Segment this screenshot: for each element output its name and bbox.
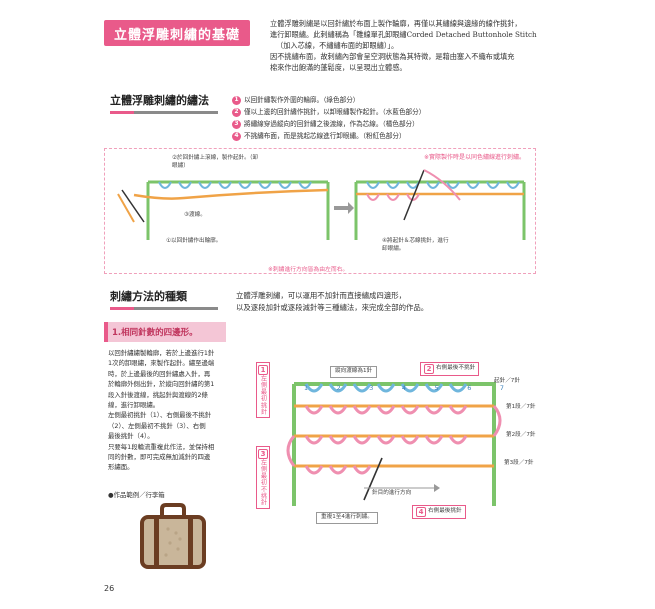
label-step4: ④將起針＆芯線挑針，進行卸眼繡。 bbox=[382, 238, 449, 252]
body-line: （2）、左側最初不挑針（3）、右側 bbox=[108, 421, 206, 430]
arrow-right-head bbox=[348, 202, 354, 214]
callout-right-last-skip: 2 右側最後不挑針 bbox=[420, 362, 480, 376]
suitcase-image bbox=[140, 503, 206, 569]
body-line: 於輪廓外側出針，於縱向回針繡的第1 bbox=[108, 380, 215, 389]
step-text: 僅以上邊的回針繡作挑針，以卸眼繡製作起針。（水藍色部分） bbox=[244, 108, 426, 116]
label-step1: ①以回針繡作出輪廓。 bbox=[166, 238, 222, 244]
page-title: 立體浮雕刺繡的基礎 bbox=[113, 27, 240, 43]
section2-intro-line: 立體浮雕刺繡，可以運用不加針而直接繡成四邊形， bbox=[236, 291, 406, 300]
label-start-row: 起針／7針 bbox=[494, 378, 520, 384]
body-line: 只要每1段輪流重複此作法，並保持相 bbox=[108, 442, 215, 451]
section2-intro: 立體浮雕刺繡，可以運用不加針而直接繡成四邊形， 以及逐段加針或逐段減針等三種繡法… bbox=[236, 290, 428, 314]
stitch-number: 6 bbox=[467, 384, 472, 392]
intro-line: 進行卸眼繡。此刺繡稱為「雛線單孔卸眼繡Corded Detached Butto… bbox=[270, 30, 537, 39]
direction-note: ※刺繡進行方向皆為由左而右。 bbox=[268, 267, 349, 273]
section2-intro-line: 以及逐段加針或逐段減針等三種繡法，來完成全部的作品。 bbox=[236, 303, 429, 312]
body-line: 時，於上邊最後的回針繡處入針，再 bbox=[108, 369, 211, 378]
intro-line: （加入芯線，不繡繡布面的卸眼繡）」。 bbox=[276, 41, 399, 50]
sub-banner-title: 1.相同針數的四邊形。 bbox=[112, 328, 198, 338]
step-text: 不挑繡布面，而是挑起芯線進行卸眼繡。（粉紅色部分） bbox=[244, 132, 406, 140]
label-vertical-thread: 縱向渡線為1針 bbox=[330, 366, 378, 378]
body-line: 1次的卸眼繡，來製作起針。繡至邊端 bbox=[108, 359, 215, 368]
sub-banner: 1.相同針數的四邊形。 bbox=[104, 322, 226, 342]
label-step3: ③渡線。 bbox=[184, 212, 206, 218]
work-example-label: ●作品範例／行李箱 bbox=[108, 491, 165, 499]
body-line: 同的針數，即可完成無加減針的四邊 bbox=[108, 453, 211, 462]
step-number: 1 bbox=[232, 95, 241, 105]
diagram-note: ※實際製作時是以同色繡線進行刺繡。 bbox=[424, 154, 526, 161]
body-line: 段入針後渡線，挑起針與渡線的2條 bbox=[108, 390, 208, 399]
section2-underline bbox=[110, 307, 218, 310]
stitch-steps-illustration bbox=[117, 169, 526, 240]
label-repeat: 重複1至4進行刺繡。 bbox=[316, 512, 378, 524]
frame-right bbox=[354, 169, 526, 240]
step-number: 4 bbox=[232, 131, 241, 141]
section2-heading: 刺繡方法的種類 bbox=[110, 290, 187, 303]
step-number: 3 bbox=[232, 119, 241, 129]
callout-number: 3 bbox=[258, 449, 268, 459]
body-line: 左側最初挑針（1）、右側最後不挑針 bbox=[108, 411, 212, 420]
label-row3: 第3段／7針 bbox=[504, 460, 534, 466]
body-line: 以回針繡繡製輪廓，若於上邊進行1針 bbox=[108, 349, 215, 357]
section1-heading: 立體浮雕刺繡的繡法 bbox=[110, 94, 209, 107]
section1-header: 立體浮雕刺繡的繡法 bbox=[110, 92, 218, 114]
intro-line: 棉來作出飽滿的蓬鬆度，以呈現出立體感。 bbox=[270, 63, 407, 72]
same-count-square-diagram bbox=[286, 382, 502, 506]
step-number: 2 bbox=[232, 107, 241, 117]
callout-right-last-pick: 4 右側最後挑針 bbox=[412, 505, 466, 519]
label-direction: 針目的進行方向 bbox=[372, 490, 412, 496]
callout-text: 右側最後不挑針 bbox=[436, 365, 476, 372]
section2-header: 刺繡方法的種類 bbox=[110, 288, 218, 310]
callout-left-first-skip: 3 左側最初不挑針 bbox=[256, 446, 270, 509]
stitch-number: 5 bbox=[434, 384, 439, 392]
stitch-number: 2 bbox=[336, 384, 341, 392]
stitch-number-row: 1 2 3 4 5 6 7 bbox=[304, 384, 504, 392]
label-step2: ②於回針繡上滾線，製作起針。（卸眼繡） bbox=[172, 155, 259, 169]
intro-paragraph: 立體浮雕刺繡是以回針繡於布面上製作輪廓，再僅以其繡線與邊緣的線作挑針， 進行卸眼… bbox=[270, 18, 570, 73]
stitch-diagram-box bbox=[104, 148, 536, 274]
stitch-number: 4 bbox=[401, 384, 406, 392]
body-line: 線，進行卸眼繡。 bbox=[108, 401, 160, 410]
callout-number: 1 bbox=[258, 365, 268, 375]
stitch-number: 7 bbox=[499, 384, 504, 392]
intro-line: 因不挑繡布面，故刺繡內部會呈空洞狀態為其特徵，是藉由塞入不織布或填充 bbox=[270, 52, 515, 61]
label-row1: 第1段／7針 bbox=[506, 404, 536, 410]
step-text: 以回針繡製作外圍的輪廓。（綠色部分） bbox=[244, 96, 360, 104]
callout-number: 2 bbox=[424, 364, 434, 374]
callout-number: 4 bbox=[416, 507, 426, 517]
callout-text: 左側最初不挑針 bbox=[259, 459, 267, 506]
page-number: 26 bbox=[104, 584, 115, 593]
page-title-banner: 立體浮雕刺繡的基礎 bbox=[100, 20, 250, 50]
stitch-number: 1 bbox=[304, 384, 309, 392]
body-line: 形繡面。 bbox=[108, 463, 134, 472]
frame-left bbox=[117, 180, 330, 240]
body-line: 最後挑針（4）。 bbox=[108, 432, 154, 441]
callout-text: 右側最後挑針 bbox=[428, 508, 462, 515]
label-row2: 第2段／7針 bbox=[506, 432, 536, 438]
method-description: 以回針繡繡製輪廓，若於上邊進行1針 1次的卸眼繡，來製作起針。繡至邊端 時，於上… bbox=[108, 348, 242, 473]
intro-line: 立體浮雕刺繡是以回針繡於布面上製作輪廓，再僅以其繡線與邊緣的線作挑針， bbox=[270, 19, 522, 28]
callout-left-first-pick: 1 左側最初挑針 bbox=[256, 362, 270, 419]
section1-underline bbox=[110, 111, 218, 114]
step-text: 將繡線穿過縱向的回針繡之後渡線，作為芯線。（橘色部分） bbox=[244, 120, 419, 128]
stitch-number: 3 bbox=[369, 384, 374, 392]
callout-text: 左側最初挑針 bbox=[259, 375, 267, 416]
